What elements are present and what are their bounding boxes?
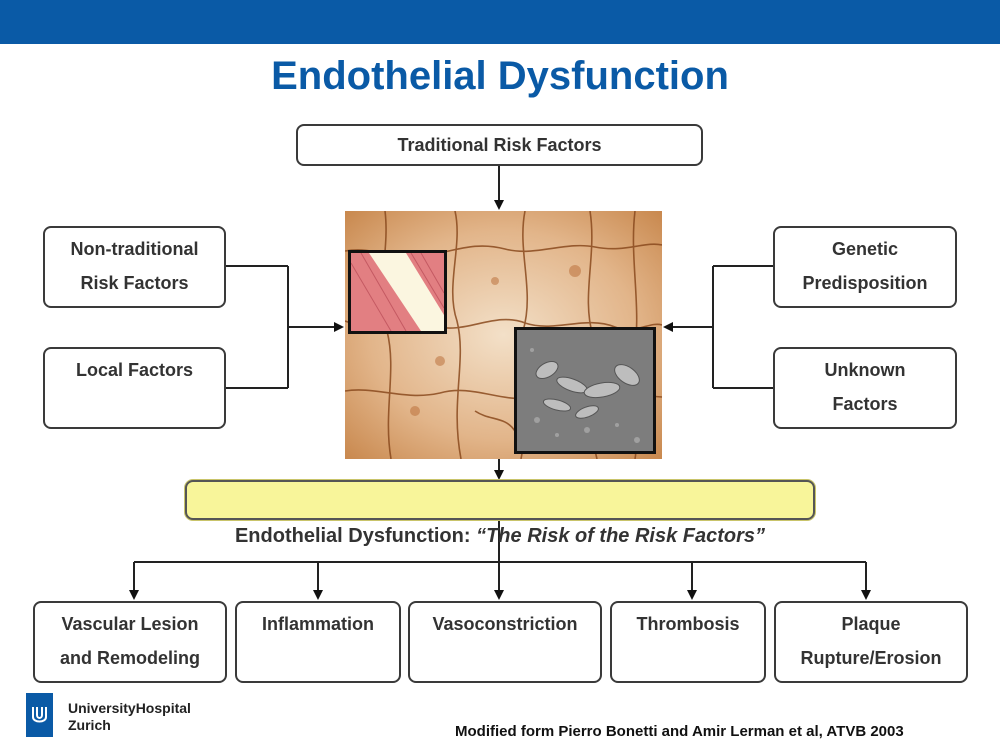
box-unknown-factors: Unknown Factors (773, 347, 957, 429)
box-unknown-label: Unknown Factors (824, 360, 906, 414)
university-logo (26, 693, 53, 737)
box-nontraditional-label: Non-traditional Risk Factors (70, 239, 199, 293)
center-label-quote: “The Risk of the Risk Factors” (476, 525, 766, 547)
box-thrombosis-label: Thrombosis (636, 614, 740, 634)
box-endothelial-dysfunction: Endothelial Dysfunction: “The Risk of th… (185, 480, 815, 547)
box-plaque-rupture: Plaque Rupture/Erosion (774, 601, 968, 683)
box-nontraditional-risk-factors: Non-traditional Risk Factors (43, 226, 226, 308)
box-vascular-lesion: Vascular Lesion and Remodeling (33, 601, 227, 683)
box-local-label: Local Factors (75, 360, 194, 380)
citation-text: Modified form Pierro Bonetti and Amir Le… (455, 723, 904, 740)
center-label-main: Endothelial Dysfunction: (234, 525, 477, 547)
electron-micrograph-inset (514, 327, 656, 454)
box-vasoconstriction-label: Vasoconstriction (432, 614, 578, 634)
box-inflammation-label: Inflammation (261, 614, 374, 634)
slide-title: Endothelial Dysfunction (271, 54, 729, 98)
box-local-factors: Local Factors (43, 347, 226, 429)
box-vasoconstriction: Vasoconstriction (408, 601, 602, 683)
box-inflammation: Inflammation (235, 601, 401, 683)
box-vascular-label: Vascular Lesion and Remodeling (59, 614, 200, 668)
box-genetic-predisposition: Genetic Predisposition (773, 226, 957, 308)
endothelium-micrograph (345, 211, 662, 459)
box-genetic-label: Genetic Predisposition (802, 239, 928, 293)
box-traditional-label: Traditional Risk Factors (397, 135, 602, 155)
box-thrombosis: Thrombosis (610, 601, 766, 683)
box-plaque-label: Plaque Rupture/Erosion (800, 614, 942, 668)
header-bar (0, 0, 1000, 44)
box-traditional-risk-factors: Traditional Risk Factors (296, 124, 703, 166)
org-city: Zurich (68, 717, 111, 733)
org-name: UniversityHospital (68, 700, 191, 716)
histology-inset (348, 250, 447, 334)
